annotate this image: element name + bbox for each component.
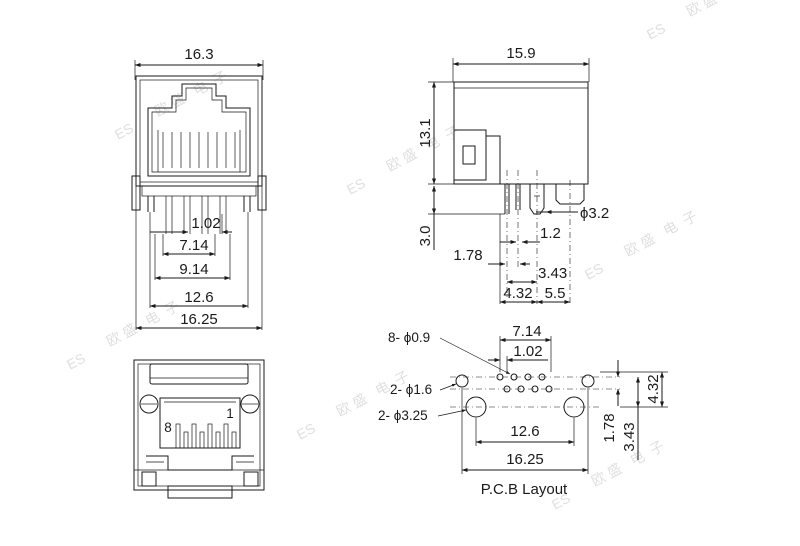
front-contacts — [157, 130, 241, 172]
bottom-pins — [175, 423, 237, 449]
watermark-char: 子 — [647, 438, 667, 459]
pcb-dim-1-78: 1.78 — [601, 413, 618, 442]
watermark-char: 盛 — [604, 460, 624, 481]
watermark-char: 欧 — [334, 399, 354, 420]
front-dim-16-25: 16.25 — [180, 311, 218, 328]
watermark-logo: ES — [644, 20, 668, 43]
pcb-hole-big-label: 2- ϕ3.25 — [378, 408, 428, 423]
watermark-logo: ES — [64, 350, 88, 373]
watermark-char: 欧 — [104, 329, 124, 350]
watermark-char: 子 — [210, 68, 230, 89]
watermark-char: 盛 — [399, 145, 419, 166]
watermark-lower-center: ES 欧 盛 电 子 — [294, 368, 412, 443]
bottom-post-right — [240, 394, 260, 414]
bottom-housing — [133, 359, 265, 491]
front-view: 16.3 — [131, 46, 267, 331]
pcb-dim-4-32: 4.32 — [645, 374, 662, 403]
watermark-char: 欧 — [384, 154, 404, 175]
pin-8-label: 8 — [164, 420, 172, 435]
watermark-char: 盛 — [349, 390, 369, 411]
rj45-opening — [147, 83, 251, 177]
watermark-char: 欧 — [684, 0, 704, 19]
front-dim-1-02: 1.02 — [191, 215, 220, 232]
pcb-post-hole-right — [563, 396, 585, 418]
side-dim-1-2: 1.2 — [540, 225, 561, 242]
watermark-char: 电 — [372, 378, 392, 399]
side-width-top-label: 15.9 — [506, 45, 535, 62]
front-pins — [141, 185, 257, 234]
side-dim-3-43: 3.43 — [538, 265, 567, 282]
side-height-13-1: 13.1 — [417, 118, 434, 147]
front-dim-12-6: 12.6 — [184, 289, 213, 306]
pcb-post-hole-left — [465, 396, 487, 418]
side-dim-4-32: 4.32 — [503, 285, 532, 302]
watermark-char: 电 — [660, 218, 680, 239]
pcb-signal-holes — [496, 373, 553, 393]
side-view: 15.9 13.1 3.0 ϕ3.2 1.2 — [417, 45, 609, 305]
watermark-upper-left: ES 欧 盛 电 子 — [112, 68, 230, 143]
watermark-char: 欧 — [152, 99, 172, 120]
pcb-hole-small-label: 8- ϕ0.9 — [388, 330, 430, 345]
watermark-char: 子 — [442, 123, 462, 144]
watermark-char: 盛 — [699, 0, 719, 11]
side-dim-1-78: 1.78 — [453, 247, 482, 264]
watermark-char: 电 — [627, 448, 647, 469]
watermark-logo: ES — [112, 120, 136, 143]
pcb-dim-7-14: 7.14 — [512, 323, 541, 340]
pcb-layout: 8- ϕ0.9 2- ϕ1.6 2- ϕ3.25 7.14 1.02 — [378, 323, 668, 498]
bottom-view: 8 1 — [133, 359, 265, 499]
bottom-latch — [149, 363, 249, 385]
watermark-top-right: ES 欧 盛 电 子 — [644, 0, 719, 43]
side-window — [462, 145, 476, 165]
pin-1-label: 1 — [226, 406, 234, 421]
watermark-char: 子 — [392, 368, 412, 389]
watermark-bottom-right: ES 欧 盛 电 子 — [549, 438, 667, 513]
pcb-mount-hole-mid-right — [581, 374, 595, 388]
watermark-center: ES 欧 盛 电 子 — [344, 123, 462, 198]
bottom-post-left — [139, 394, 159, 414]
pcb-mount-hole-mid-left — [455, 374, 469, 388]
side-dia-post: ϕ3.2 — [580, 205, 609, 222]
watermark-char: 子 — [162, 298, 182, 319]
watermark-char: 欧 — [589, 469, 609, 490]
front-dim-7-14: 7.14 — [179, 237, 208, 254]
watermark-logo: ES — [582, 260, 606, 283]
watermark-logo: ES — [344, 175, 368, 198]
side-body — [453, 81, 589, 185]
pcb-dim-12-6: 12.6 — [510, 423, 539, 440]
pcb-layout-title: P.C.B Layout — [481, 481, 568, 498]
side-height-3-0: 3.0 — [417, 226, 434, 247]
pcb-hole-mid-label: 2- ϕ1.6 — [390, 382, 432, 397]
front-width-top-label: 16.3 — [184, 46, 213, 63]
pcb-dim-16-25: 16.25 — [506, 451, 544, 468]
watermark-char: 电 — [142, 308, 162, 329]
watermark-lower-left: ES 欧 盛 电 子 — [64, 298, 182, 373]
pcb-dim-1-02: 1.02 — [513, 343, 542, 360]
front-dim-9-14: 9.14 — [179, 261, 208, 278]
watermark-char: 盛 — [637, 230, 657, 251]
watermark-right-mid: ES 欧 盛 电 子 — [582, 208, 700, 283]
watermark-logo: ES — [549, 490, 573, 513]
pcb-dim-3-43: 3.43 — [621, 422, 638, 451]
watermark-logo: ES — [294, 420, 318, 443]
watermark-char: 欧 — [622, 239, 642, 260]
side-dim-5-5: 5.5 — [545, 285, 566, 302]
watermark-group: ES 欧 盛 电 子 ES 欧 盛 电 子 ES 欧 盛 电 子 ES 欧 盛 … — [64, 0, 719, 513]
watermark-char: 盛 — [119, 320, 139, 341]
watermark-char: 子 — [680, 208, 700, 229]
